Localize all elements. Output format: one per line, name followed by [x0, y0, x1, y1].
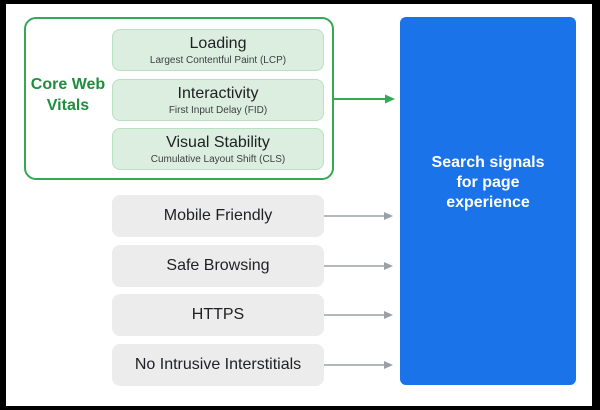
signal-https: HTTPS [112, 294, 324, 336]
metric-title: Loading [189, 35, 247, 52]
page-experience-signals-label: Search signals for page experience [431, 154, 545, 211]
arrow-no-intrusive-interstitials [324, 361, 393, 369]
arrow-https [324, 311, 393, 319]
metric-title: Interactivity [177, 85, 259, 102]
signal-safe-browsing: Safe Browsing [112, 245, 324, 287]
page-experience-signals-box: Search signals for page experience [400, 17, 576, 385]
arrow-core-web-vitals [334, 94, 395, 104]
core-web-vitals-group [24, 17, 334, 180]
signal-no-intrusive-interstitials: No Intrusive Interstitials [112, 344, 324, 386]
signal-mobile-friendly: Mobile Friendly [112, 195, 324, 237]
arrow-mobile-friendly [324, 212, 393, 220]
metric-visual-stability: Visual Stability Cumulative Layout Shift… [112, 128, 324, 170]
metric-interactivity: Interactivity First Input Delay (FID) [112, 79, 324, 121]
core-web-vitals-label: Core Web Vitals [30, 76, 106, 114]
metric-subtitle: First Input Delay (FID) [168, 105, 268, 116]
metric-subtitle: Cumulative Layout Shift (CLS) [150, 154, 286, 165]
metric-loading: Loading Largest Contentful Paint (LCP) [112, 29, 324, 71]
arrow-safe-browsing [324, 262, 393, 270]
metric-subtitle: Largest Contentful Paint (LCP) [149, 55, 287, 66]
metric-title: Visual Stability [166, 134, 270, 151]
